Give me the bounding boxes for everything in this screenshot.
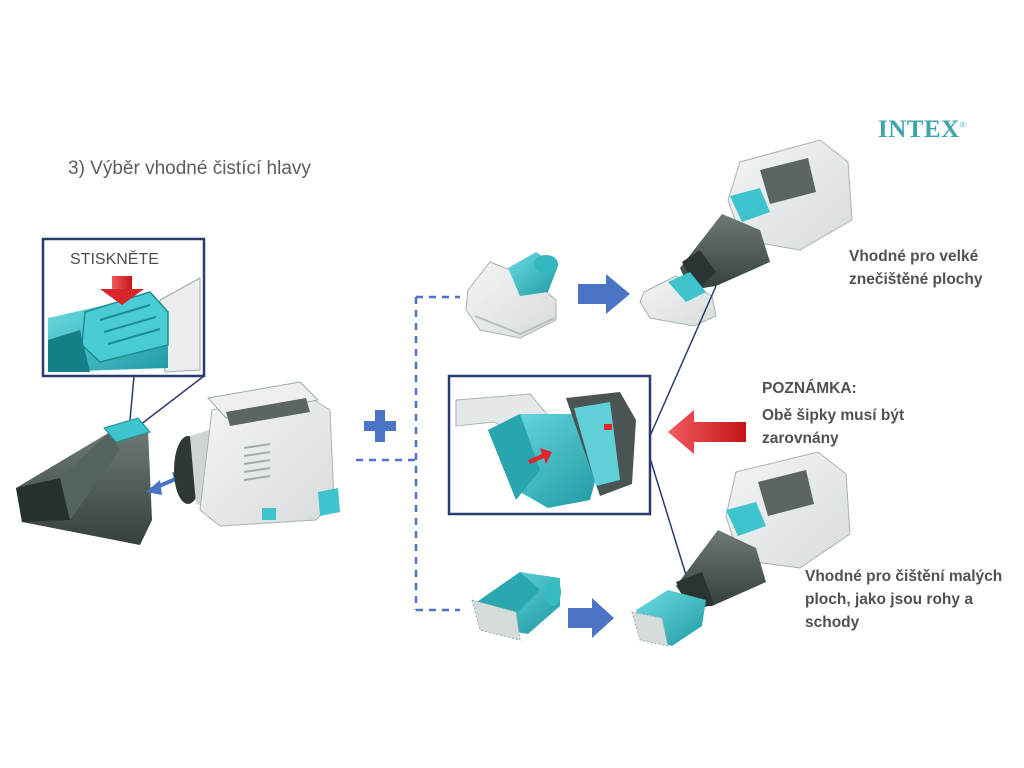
alignment-arrow-red-icon [528,448,552,464]
step-title: 3) Výběr vhodné čistící hlavy [68,158,311,179]
press-down-arrow-icon [100,276,144,305]
press-button-callout [41,237,206,426]
small-area-caption: Vhodné pro čištění malých ploch, jako js… [805,568,1003,631]
vacuum-with-large-head [639,139,853,327]
note-text: Obě šipky musí být zarovnány [762,407,905,447]
note-arrow-red-icon [668,410,746,454]
trademark-symbol: ® [959,120,967,130]
vacuum-main-body [174,381,340,527]
intex-logo: INTEX® [878,116,966,144]
press-label: STISKNĚTE [70,251,159,268]
logo-text: INTEX [878,116,960,143]
note-heading: POZNÁMKA: [762,380,857,397]
small-area-head [471,572,561,641]
right-arrow-top-icon [578,274,630,314]
vacuum-nozzle [16,417,152,545]
plus-icon [364,410,396,442]
branch-connector [356,295,460,612]
right-arrow-bottom-icon [568,598,614,638]
vacuum-with-small-head [631,451,851,647]
alignment-detail-inset [447,285,717,589]
large-area-head [465,252,558,339]
large-area-caption: Vhodné pro velké znečištěné plochy [849,248,983,288]
